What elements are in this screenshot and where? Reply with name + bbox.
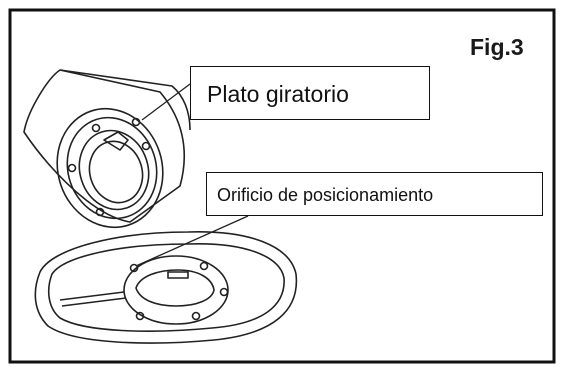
callout-turntable: Plato giratorio (190, 66, 430, 120)
callout-positioning-hole: Orificio de posicionamiento (206, 172, 543, 216)
camera-housing-illustration (23, 69, 191, 229)
figure-number: Fig.3 (470, 34, 524, 60)
leader-line-turntable (141, 83, 191, 121)
mount-plate-illustration (34, 231, 298, 344)
leader-line-positioning-hole (135, 215, 249, 267)
figure-border (8, 8, 556, 364)
